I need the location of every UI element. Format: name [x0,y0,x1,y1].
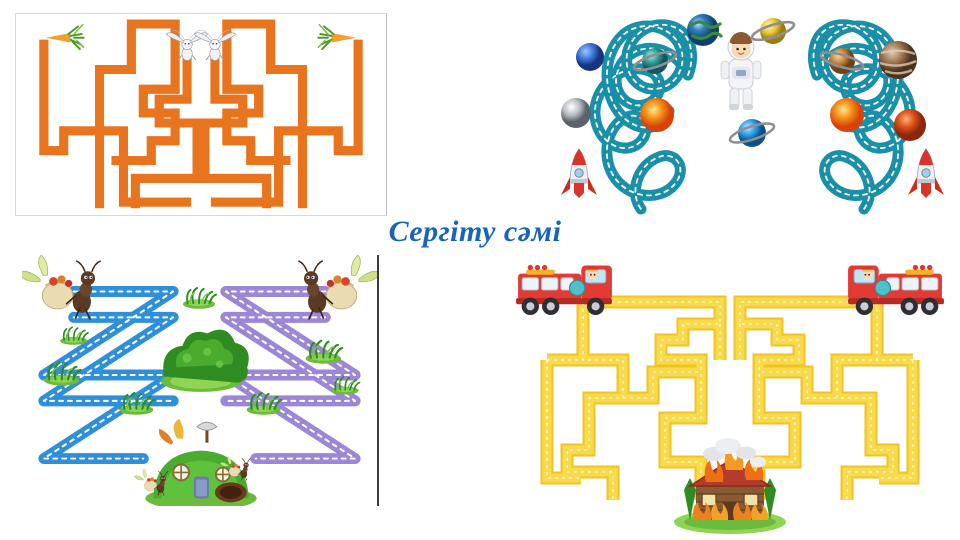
planet-blue-icon [576,43,604,71]
sun-orange-icon [640,98,674,132]
ant-zigzag-maze-panel [22,255,379,506]
orange-rabbit-maze-panel [15,13,387,216]
sun-orange-icon [830,98,864,132]
firetruck-maze-graphic [505,250,955,535]
saturn-teal-icon [632,48,678,74]
ant-maze-graphic [22,255,377,506]
jupiter-icon [879,41,917,79]
astronaut-icon [720,32,762,110]
anthill-house-icon [133,418,257,506]
burning-house-icon [674,438,786,534]
planet-red-icon [894,109,926,141]
rocket-icon [908,148,944,198]
space-astronaut-maze-panel [545,5,960,230]
firetruck-maze-panel [505,250,955,535]
orange-maze-graphic [16,14,386,215]
planet-gray-icon [561,98,591,128]
page-title: Сергіту сәмі [388,215,562,248]
saturn-yellow-icon [750,18,796,44]
rocket-icon [561,148,597,198]
saturn-blue-icon [728,119,776,147]
saturn-tan-icon [819,48,865,74]
space-maze-graphic [545,5,960,230]
earth-icon [687,14,723,46]
